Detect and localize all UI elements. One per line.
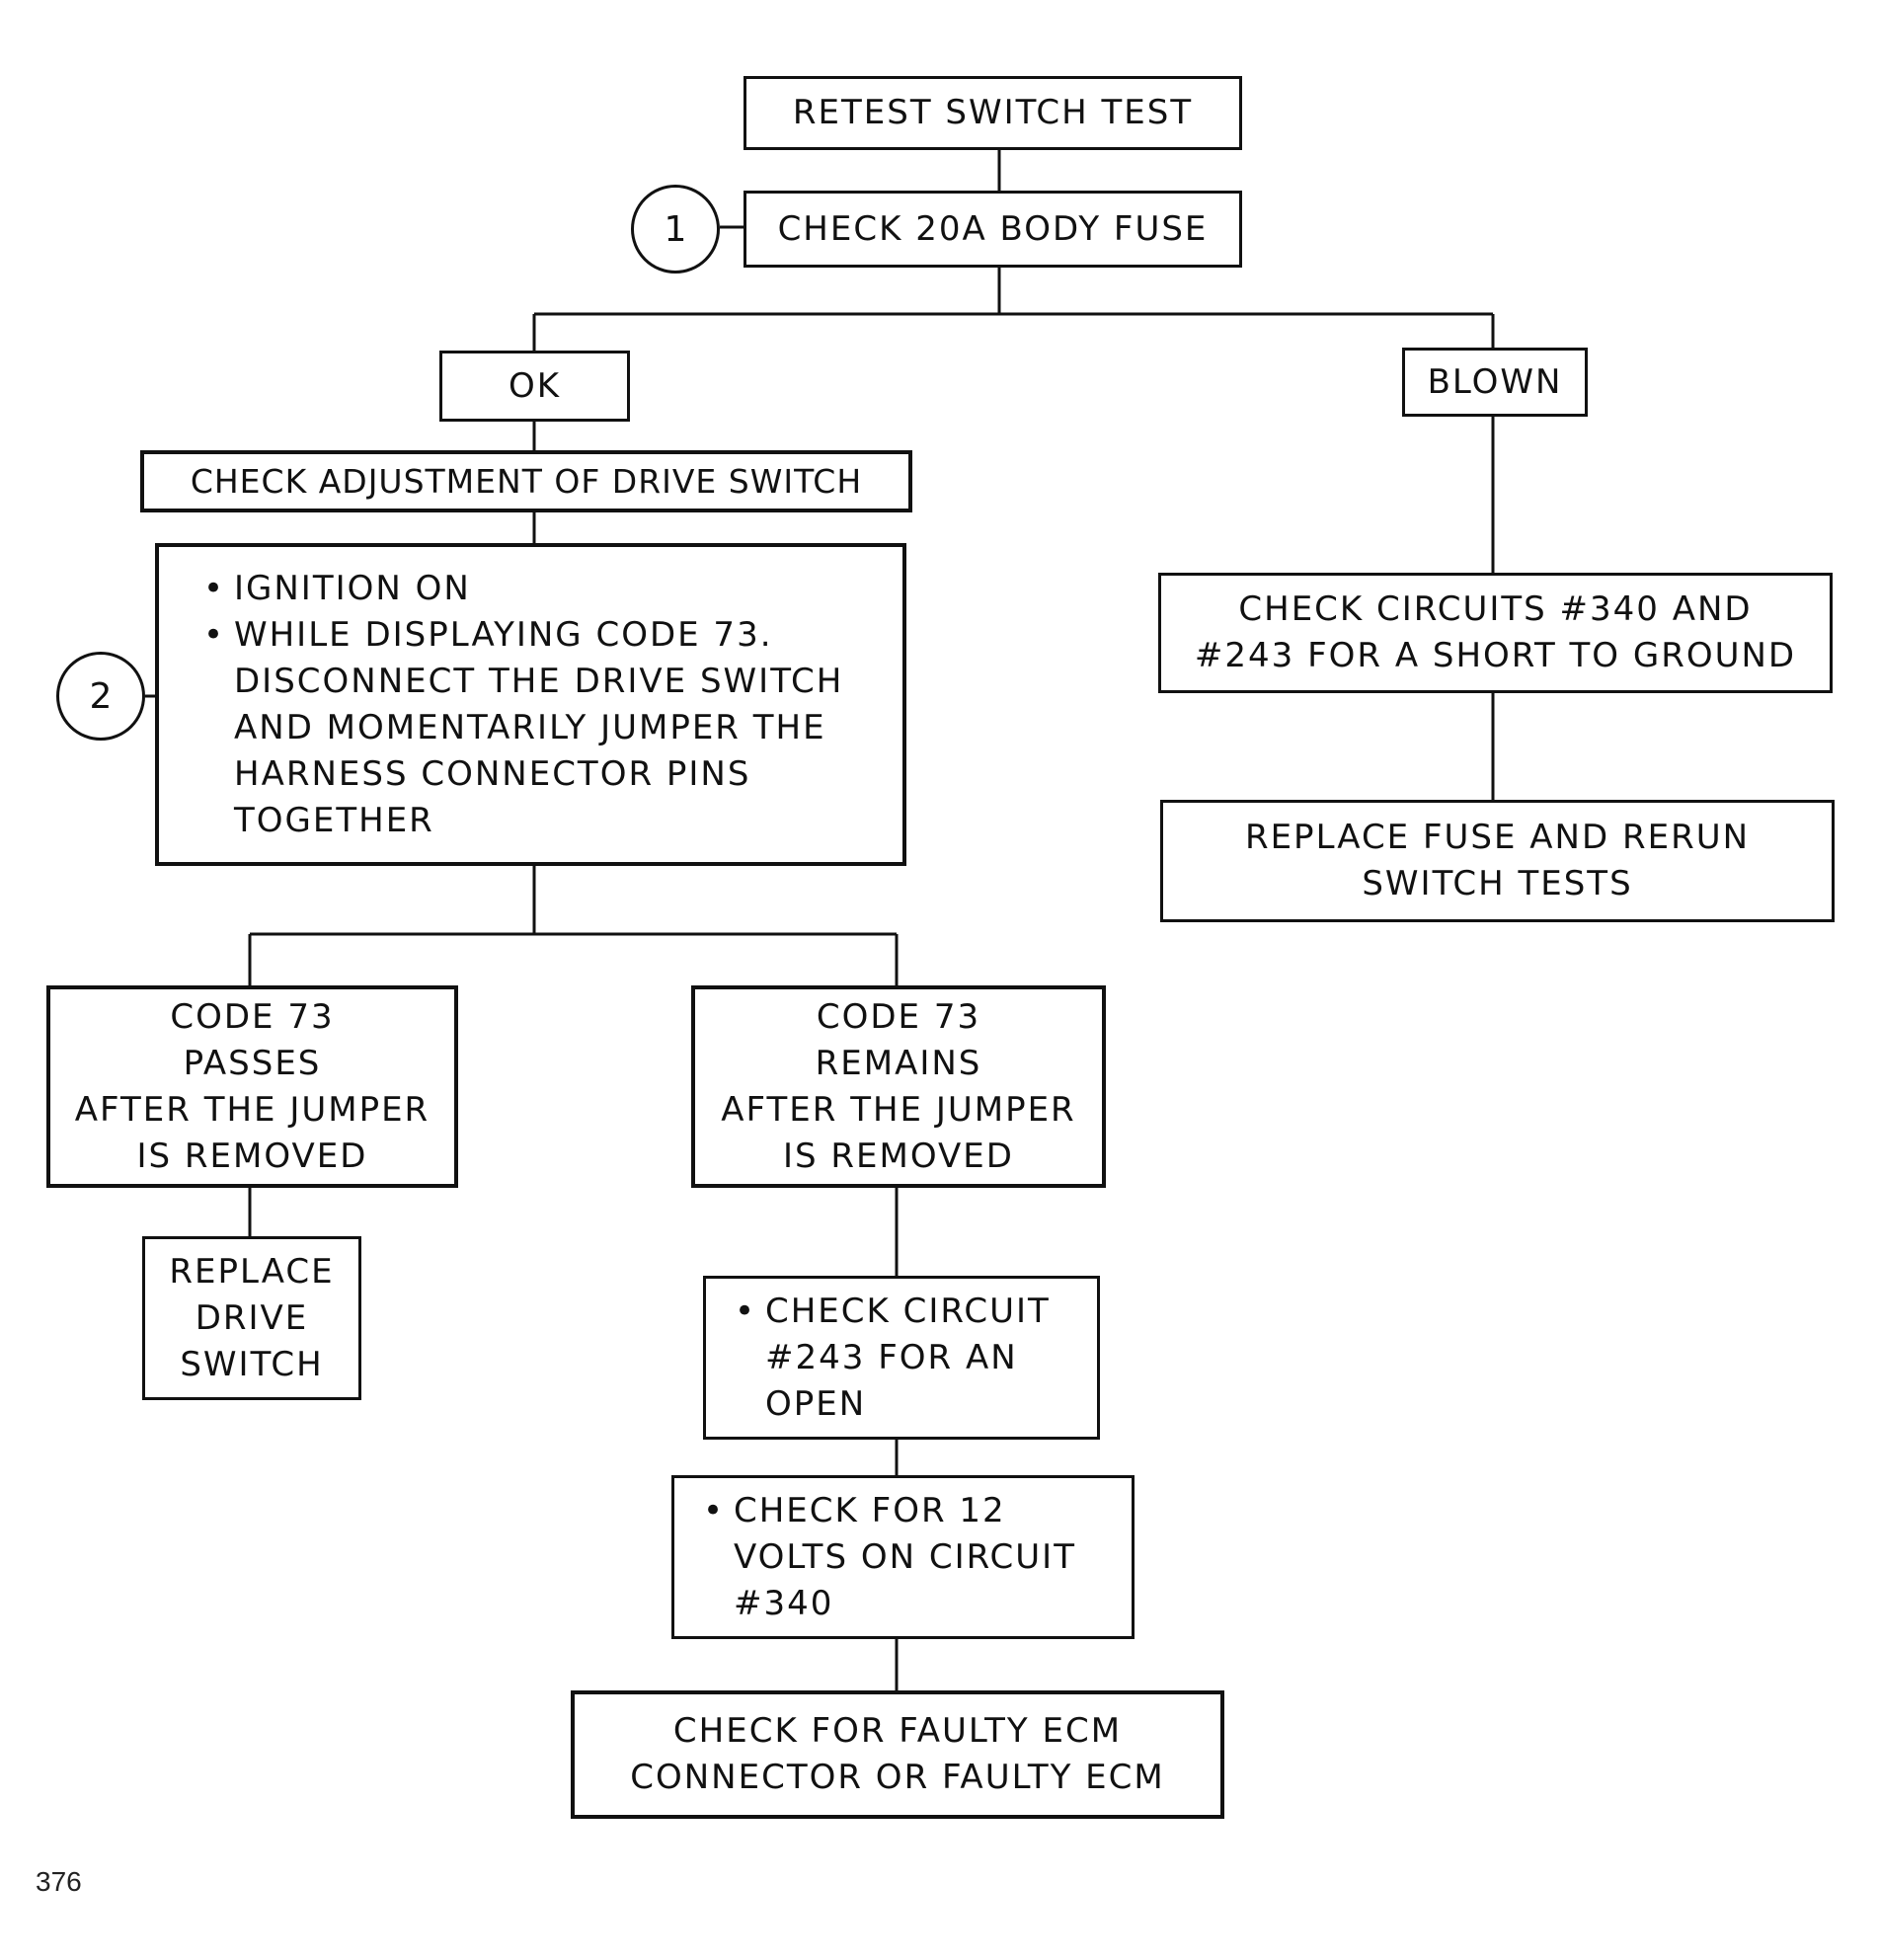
bullet-item: •WHILE DISPLAYING CODE 73. DISCONNECT THE… xyxy=(195,612,843,844)
box-text-line: CHECK 20A BODY FUSE xyxy=(777,208,1209,249)
bullet-item: •CHECK CIRCUIT #243 FOR AN OPEN xyxy=(726,1289,1051,1428)
box-text-line: TOGETHER xyxy=(234,800,434,840)
check-adjustment-drive-switch-box: CHECK ADJUSTMENT OF DRIVE SWITCH xyxy=(140,450,912,512)
check-12-volts-box: •CHECK FOR 12 VOLTS ON CIRCUIT #340 xyxy=(671,1475,1135,1639)
box-text-line: REMAINS xyxy=(815,1043,982,1083)
check-circuit-243-open-box: •CHECK CIRCUIT #243 FOR AN OPEN xyxy=(703,1276,1100,1440)
bullet-icon: • xyxy=(734,1291,757,1331)
box-text-line: CHECK FOR 12 xyxy=(734,1490,1006,1530)
replace-fuse-rerun-box: REPLACE FUSE AND RERUN SWITCH TESTS xyxy=(1160,800,1835,922)
bullet-item: •CHECK FOR 12 VOLTS ON CIRCUIT #340 xyxy=(694,1488,1076,1627)
box-text-line: CONNECTOR OR FAULTY ECM xyxy=(630,1758,1165,1797)
step-callout-2: 2 xyxy=(56,652,145,741)
page-number: 376 xyxy=(36,1866,82,1897)
box-text-line: IGNITION ON xyxy=(234,568,471,608)
box-text-line: BLOWN xyxy=(1427,361,1563,402)
box-text-line: #243 FOR AN xyxy=(765,1337,1018,1377)
box-text-line: CODE 73 xyxy=(816,996,981,1037)
bullet-item-text: WHILE DISPLAYING CODE 73. DISCONNECT THE … xyxy=(234,612,843,844)
bullet-item-text: IGNITION ON xyxy=(234,566,471,612)
box-text-line: CHECK CIRCUITS #340 AND xyxy=(1238,589,1753,629)
bullet-icon: • xyxy=(702,1490,726,1530)
box-text-line: CHECK FOR FAULTY ECM xyxy=(672,1711,1123,1751)
box-text-line: AFTER THE JUMPER xyxy=(74,1089,431,1130)
box-text-line: SWITCH TESTS xyxy=(1362,864,1633,903)
step-callout-1: 1 xyxy=(631,185,720,274)
box-text-line: #340 xyxy=(734,1583,834,1623)
step-callout-1-label: 1 xyxy=(664,208,687,250)
box-text-line: RETEST SWITCH TEST xyxy=(792,93,1194,132)
box-text-line: AND MOMENTARILY JUMPER THE xyxy=(234,707,826,747)
box-text-line: CHECK CIRCUIT xyxy=(765,1291,1051,1331)
bullet-icon: • xyxy=(202,614,226,655)
bullet-item: •IGNITION ON xyxy=(195,566,471,612)
box-text-line: OK xyxy=(508,365,562,406)
blown-box: BLOWN xyxy=(1402,348,1588,417)
box-text-line: IS REMOVED xyxy=(136,1136,368,1176)
step-callout-2-label: 2 xyxy=(89,675,113,717)
replace-drive-switch-box: REPLACE DRIVE SWITCH xyxy=(142,1236,361,1400)
code-73-remains-box: CODE 73 REMAINS AFTER THE JUMPER IS REMOVED xyxy=(691,985,1106,1188)
box-text-line: IS REMOVED xyxy=(783,1136,1014,1176)
box-text-line: CODE 73 xyxy=(170,996,335,1037)
box-text-line: SWITCH xyxy=(180,1344,324,1384)
box-text-line: DISCONNECT THE DRIVE SWITCH xyxy=(234,661,844,701)
box-text-line: CHECK ADJUSTMENT OF DRIVE SWITCH xyxy=(190,462,863,501)
box-text-line: REPLACE xyxy=(169,1251,335,1292)
bullet-item-text: CHECK CIRCUIT #243 FOR AN OPEN xyxy=(765,1289,1051,1428)
box-text-line: WHILE DISPLAYING CODE 73. xyxy=(234,614,773,655)
box-text-line: AFTER THE JUMPER xyxy=(721,1089,1076,1130)
box-text-line: OPEN xyxy=(765,1383,867,1424)
ignition-on-instructions-box: •IGNITION ON•WHILE DISPLAYING CODE 73. DI… xyxy=(155,543,906,866)
box-text-line: PASSES xyxy=(183,1043,322,1083)
check-20a-body-fuse-box: CHECK 20A BODY FUSE xyxy=(744,191,1242,268)
ok-box: OK xyxy=(439,351,630,422)
box-text-line: DRIVE xyxy=(195,1297,309,1338)
box-text-line: HARNESS CONNECTOR PINS xyxy=(234,753,751,794)
code-73-passes-box: CODE 73 PASSES AFTER THE JUMPER IS REMOVED xyxy=(46,985,458,1188)
retest-switch-test-box: RETEST SWITCH TEST xyxy=(744,76,1242,150)
box-text-line: VOLTS ON CIRCUIT xyxy=(734,1536,1076,1577)
box-text-line: REPLACE FUSE AND RERUN xyxy=(1244,818,1751,857)
bullet-item-text: CHECK FOR 12 VOLTS ON CIRCUIT #340 xyxy=(734,1488,1076,1627)
bullet-icon: • xyxy=(202,568,226,608)
box-text-line: #243 FOR A SHORT TO GROUND xyxy=(1194,636,1797,675)
check-faulty-ecm-box: CHECK FOR FAULTY ECM CONNECTOR OR FAULTY … xyxy=(571,1690,1224,1819)
check-circuits-short-box: CHECK CIRCUITS #340 AND #243 FOR A SHORT … xyxy=(1158,573,1833,693)
